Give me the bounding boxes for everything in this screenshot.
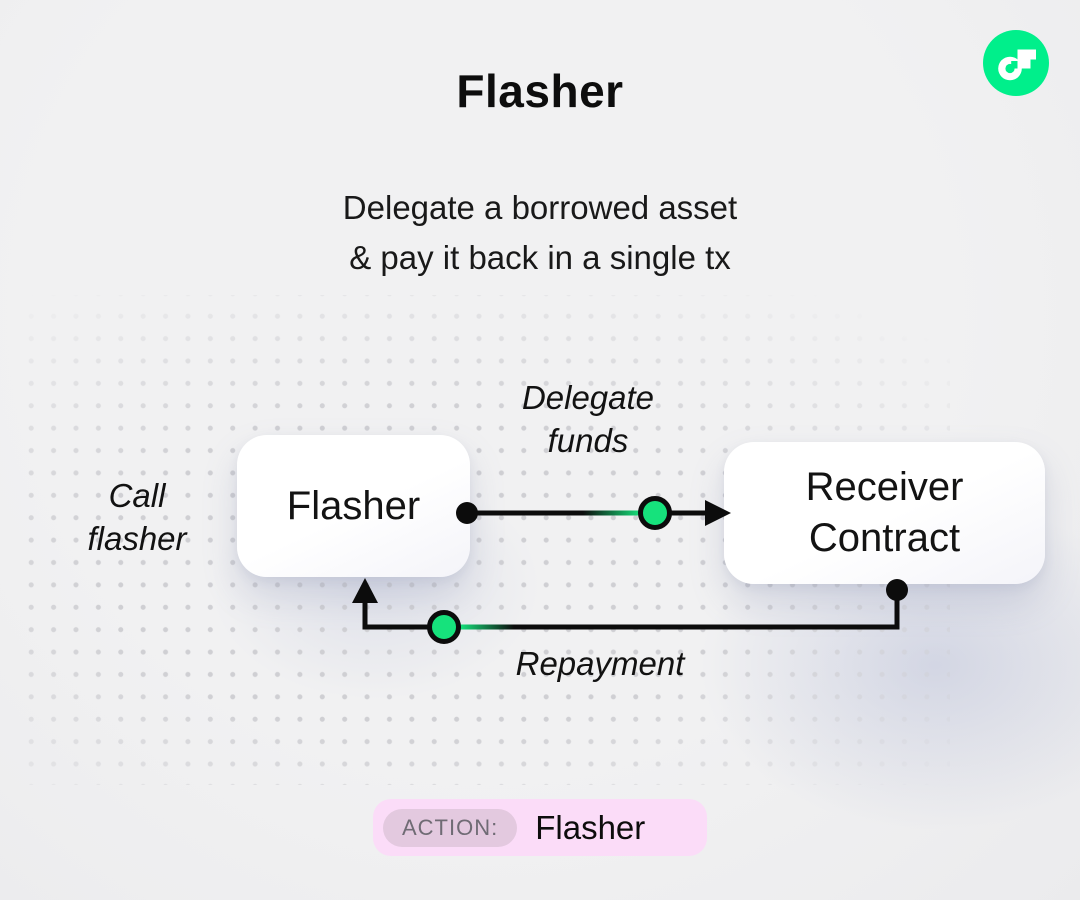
flasher-node: Flasher: [237, 435, 470, 577]
subtitle: Delegate a borrowed asset & pay it back …: [0, 183, 1080, 283]
action-value: Flasher: [535, 808, 646, 846]
page-title: Flasher: [456, 65, 624, 117]
receiver-contract-node: Receiver Contract: [724, 442, 1045, 584]
repayment-label: Repayment: [515, 645, 685, 682]
call-flasher-line-1: Call: [108, 477, 166, 514]
flow-logo-icon: [983, 30, 1049, 96]
action-pill: ACTION: Flasher: [373, 799, 707, 856]
delegate-funds-line-2: funds: [547, 422, 629, 459]
call-flasher-label: Call flasher: [37, 474, 237, 560]
action-badge: ACTION:: [383, 808, 518, 847]
call-flasher-line-2: flasher: [87, 520, 187, 557]
receiver-node-line-1: Receiver: [805, 465, 964, 509]
delegate-funds-line-1: Delegate: [521, 379, 655, 416]
flasher-node-label: Flasher: [286, 483, 421, 528]
subtitle-line-1: Delegate a borrowed asset: [342, 189, 738, 226]
receiver-node-line-2: Contract: [808, 516, 961, 560]
delegate-funds-label: Delegate funds: [458, 376, 718, 462]
subtitle-line-2: & pay it back in a single tx: [349, 239, 731, 276]
